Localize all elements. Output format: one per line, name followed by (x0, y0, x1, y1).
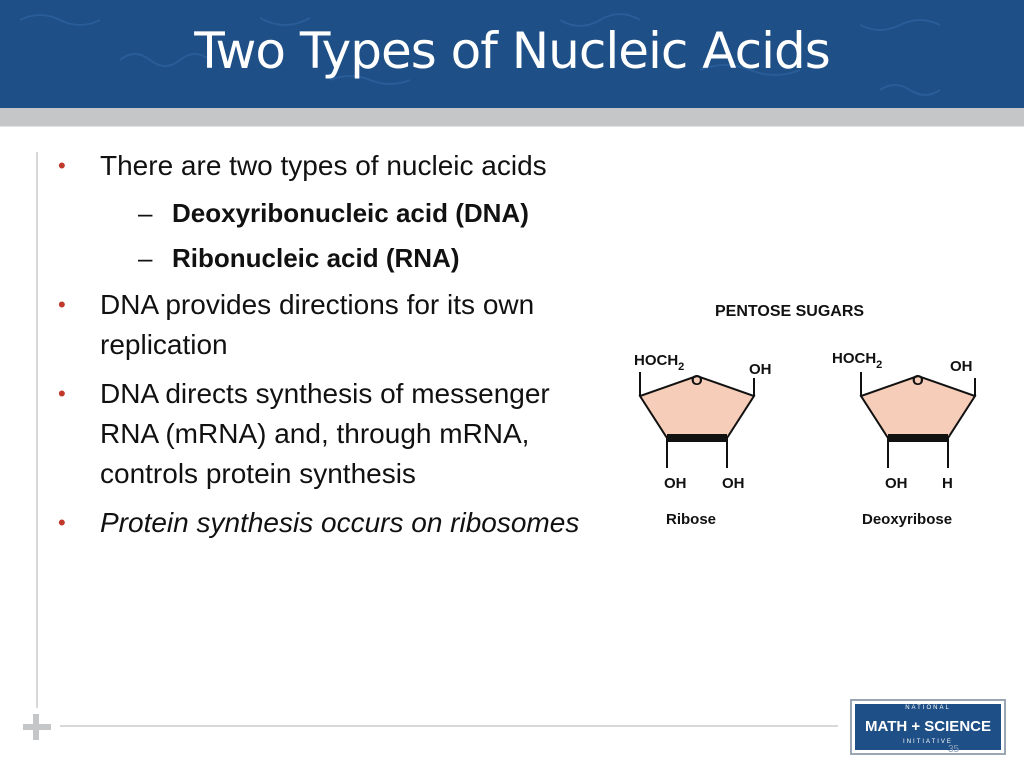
deoxyribose-label: Deoxyribose (862, 511, 952, 528)
bullet-item: • DNA directs synthesis of messenger RNA… (58, 374, 588, 494)
bullet-text: There are two types of nucleic acids (100, 150, 547, 181)
bullet-marker: • (58, 153, 66, 178)
slide-body: • There are two types of nucleic acids –… (58, 146, 588, 552)
ribose-bottom-left-oh: OH (664, 475, 687, 492)
bullet-item: • There are two types of nucleic acids (58, 146, 588, 186)
sub-bullet-marker: – (138, 198, 153, 228)
nmsi-logo: NATIONAL MATH + SCIENCE INITIATIVE (850, 699, 1006, 755)
logo-bottom-text: INITIATIVE (903, 739, 953, 745)
bullet-text: DNA directs synthesis of messenger RNA (… (100, 378, 550, 489)
sub-bullet-item: – Ribonucleic acid (RNA) (58, 240, 588, 277)
deoxyribose-structure: HOCH2 O OH OH H Deoxyribose (832, 350, 977, 528)
header-texture (19, 13, 941, 96)
bullet-marker: • (58, 381, 66, 406)
deoxyribose-top-right-oh: OH (950, 358, 973, 375)
deoxyribose-bottom-left-oh: OH (885, 475, 908, 492)
bullet-marker: • (58, 292, 66, 317)
slide-title: Two Types of Nucleic Acids (194, 22, 831, 80)
header-divider-line (0, 126, 1024, 127)
sub-bullet-text: Deoxyribonucleic acid (DNA) (172, 198, 529, 228)
deoxyribose-bottom-right-h: H (942, 475, 953, 492)
logo-main-text: MATH + SCIENCE (865, 718, 991, 735)
ribose-hoch2: HOCH2 (634, 352, 684, 373)
ribose-label: Ribose (666, 511, 716, 528)
logo-top-text: NATIONAL (905, 705, 951, 711)
pentose-sugars-diagram: PENTOSE SUGARS HOCH2 O OH OH OH Ribose H… (634, 303, 977, 528)
nmsi-logo-panel: NATIONAL MATH + SCIENCE INITIATIVE (855, 704, 1001, 750)
bullet-item: • DNA provides directions for its own re… (58, 285, 588, 365)
bottom-horizontal-rule (60, 725, 838, 727)
left-vertical-rule (36, 152, 38, 708)
plus-icon (23, 714, 51, 740)
bullet-text: DNA provides directions for its own repl… (100, 289, 535, 360)
header-divider (0, 108, 1024, 126)
sub-bullet-item: – Deoxyribonucleic acid (DNA) (58, 195, 588, 232)
slide-number: 35 (948, 744, 960, 755)
sub-bullet-marker: – (138, 243, 153, 273)
ribose-bottom-right-oh: OH (722, 475, 745, 492)
ribose-structure: HOCH2 O OH OH OH Ribose (634, 352, 772, 528)
deoxyribose-ring-oxygen: O (912, 372, 924, 389)
ribose-ring-oxygen: O (691, 372, 703, 389)
sub-bullet-text: Ribonucleic acid (RNA) (172, 243, 460, 273)
diagram-heading: PENTOSE SUGARS (715, 303, 864, 320)
deoxyribose-hoch2: HOCH2 (832, 350, 882, 371)
slide-header: Two Types of Nucleic Acids (0, 0, 1024, 108)
ribose-top-right-oh: OH (749, 361, 772, 378)
bullet-marker: • (58, 510, 66, 535)
bullet-text: Protein synthesis occurs on ribosomes (100, 507, 580, 538)
bullet-item: • Protein synthesis occurs on ribosomes (58, 503, 588, 543)
